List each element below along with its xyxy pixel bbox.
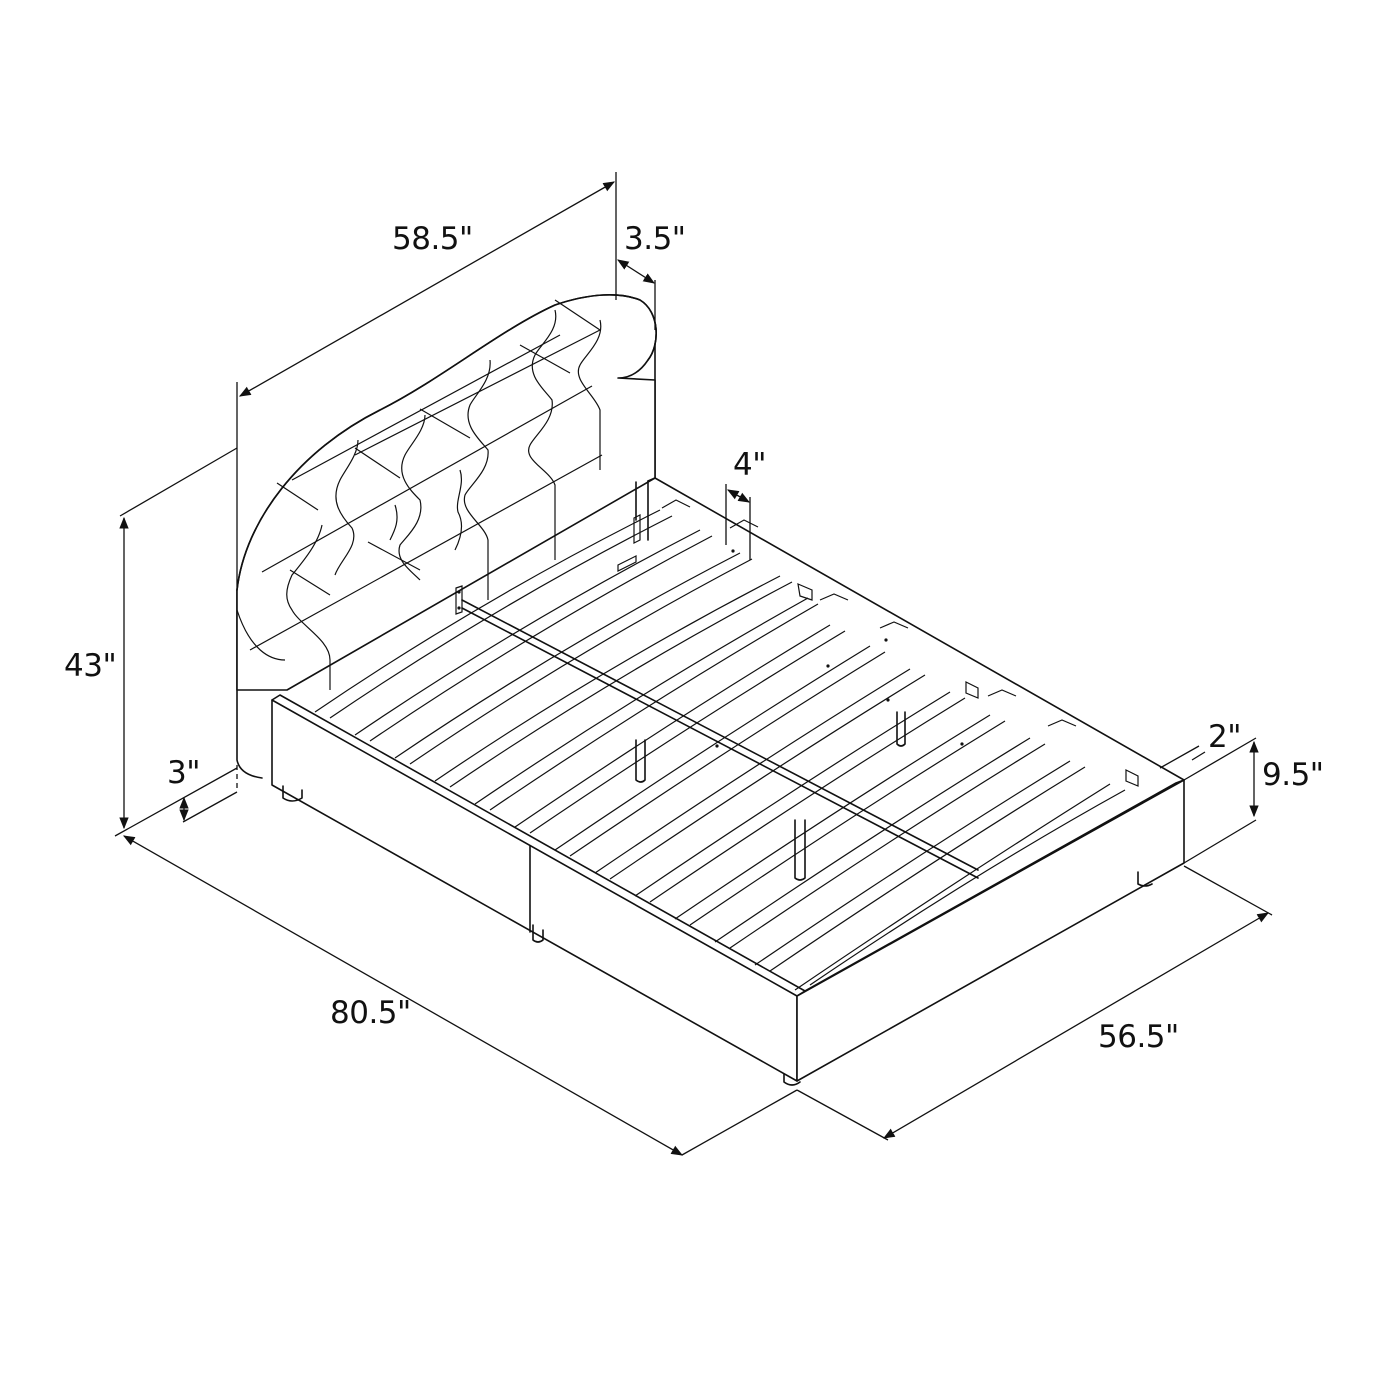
label-rail-thickness: 2" [1208,719,1241,755]
label-overall-length: 80.5" [330,995,411,1031]
label-leg-height: 3" [167,755,200,791]
label-rail-height: 9.5" [1262,757,1324,793]
label-total-height: 43" [64,648,117,684]
dimension-lines [114,172,1273,1156]
label-headboard-depth: 3.5" [624,221,686,257]
label-overall-width: 56.5" [1098,1019,1179,1055]
label-slat-width: 4" [733,447,766,483]
slats [314,499,1139,991]
label-headboard-width: 58.5" [392,221,473,257]
